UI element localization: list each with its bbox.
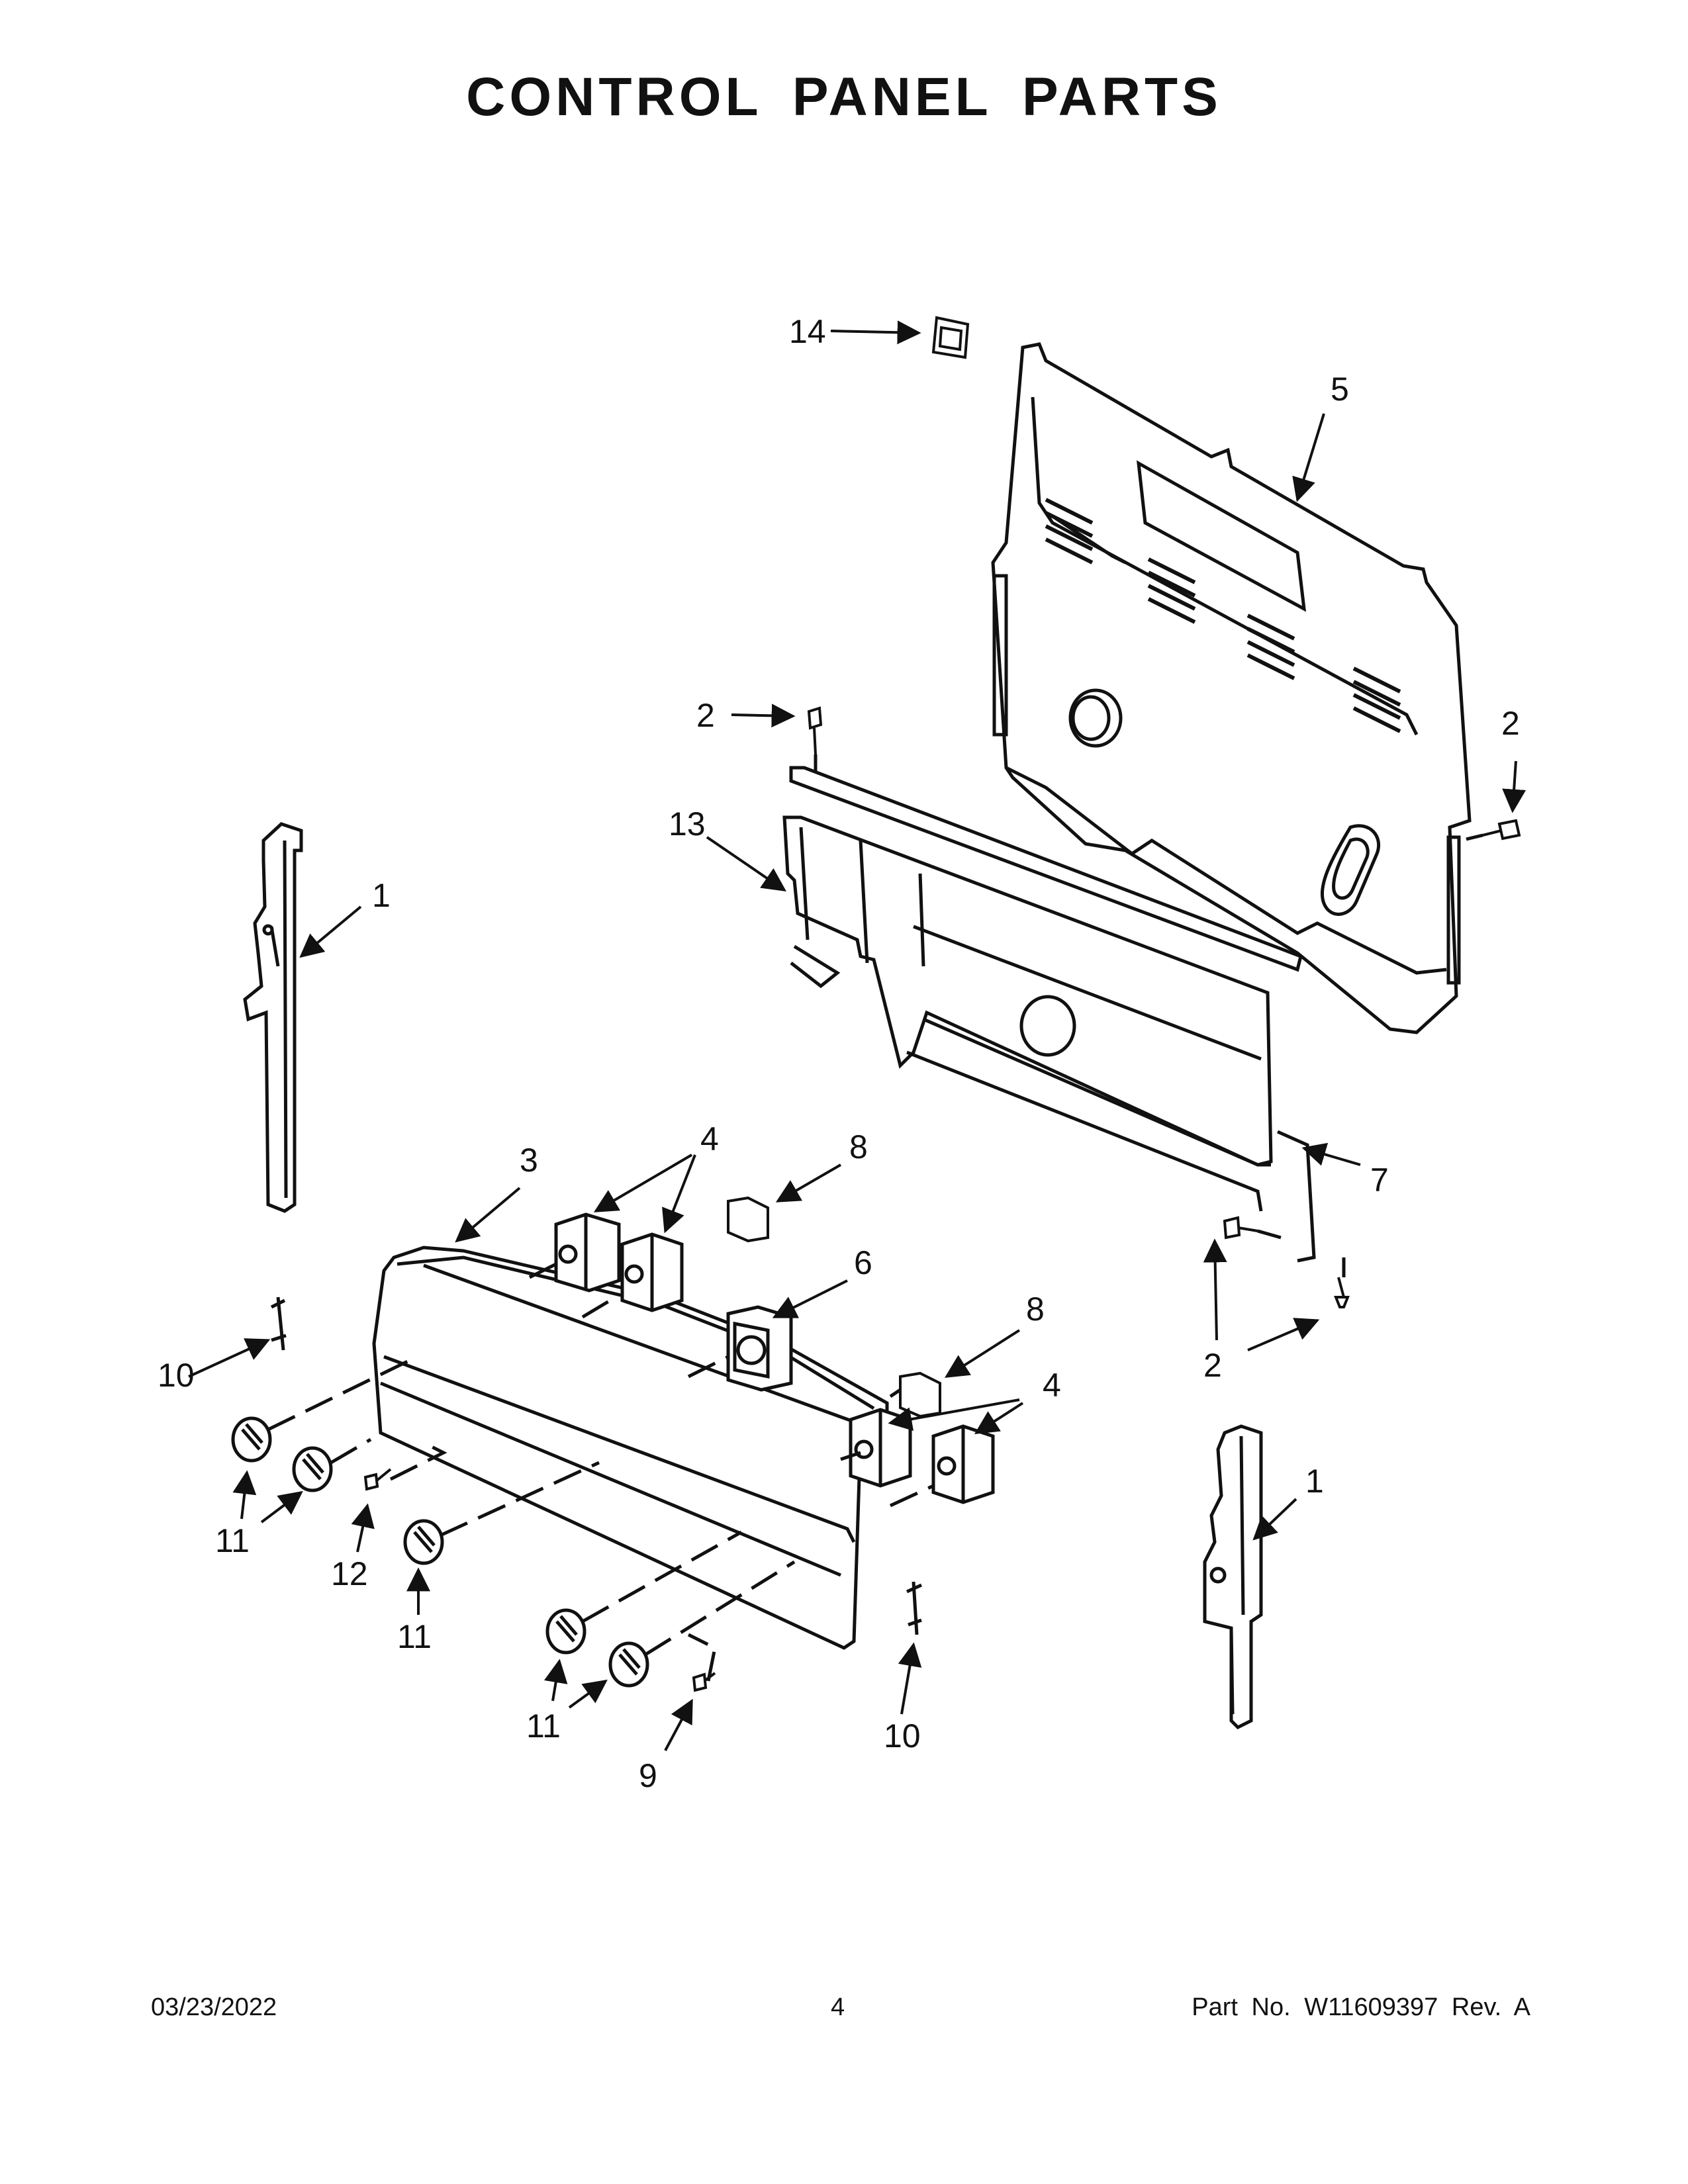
callout-4-top: 4	[700, 1120, 719, 1158]
control-knob-part	[231, 1416, 649, 1688]
leader-arrows	[188, 320, 1526, 1751]
control-panel-console-part	[372, 1246, 889, 1650]
side-bracket-left-part	[243, 822, 303, 1213]
callout-labels: 14 5 2 2 13 1 7 3 4 8 6 2 10 8 4 1 11 12…	[158, 313, 1520, 1794]
screw-part	[363, 706, 1521, 1692]
callout-11-c: 11	[526, 1707, 561, 1745]
callout-12: 12	[331, 1555, 368, 1592]
callout-8-top: 8	[849, 1128, 868, 1165]
callout-1-right: 1	[1305, 1463, 1324, 1500]
callout-11-a: 11	[215, 1522, 250, 1559]
page-title: CONTROL PANEL PARTS	[466, 67, 1222, 127]
callout-2-top: 2	[696, 697, 715, 734]
callout-1-left: 1	[372, 877, 391, 914]
switch-part	[726, 1305, 793, 1392]
callout-9: 9	[639, 1757, 657, 1794]
callout-5: 5	[1331, 371, 1349, 408]
wire-clip-part	[270, 1297, 923, 1635]
callout-14: 14	[789, 313, 826, 350]
indicator-light-part	[727, 1196, 941, 1418]
callout-7: 7	[1370, 1161, 1389, 1199]
footer-date: 03/23/2022	[151, 1993, 277, 2021]
footer-part-number: Part No. W11609397 Rev. A	[1192, 1993, 1530, 2021]
assembly-lines	[267, 754, 1483, 1682]
callout-6: 6	[854, 1244, 872, 1281]
footer-page-number: 4	[831, 1993, 845, 2021]
callout-2-bottom: 2	[1203, 1347, 1222, 1384]
callout-8-bottom: 8	[1026, 1291, 1045, 1328]
callout-10-left: 10	[158, 1357, 195, 1394]
callout-2-right: 2	[1501, 705, 1520, 742]
callout-10-right: 10	[884, 1717, 921, 1754]
callout-3: 3	[520, 1142, 538, 1179]
callout-11-b: 11	[397, 1618, 432, 1655]
callout-4-bottom: 4	[1043, 1367, 1061, 1404]
infinite-switch-part	[554, 1212, 995, 1504]
callout-13: 13	[669, 805, 706, 842]
console-bracket-part	[782, 766, 1316, 1263]
side-bracket-right-part	[1203, 1424, 1263, 1730]
clip-part	[931, 316, 970, 359]
rear-panel-part	[991, 342, 1472, 1034]
